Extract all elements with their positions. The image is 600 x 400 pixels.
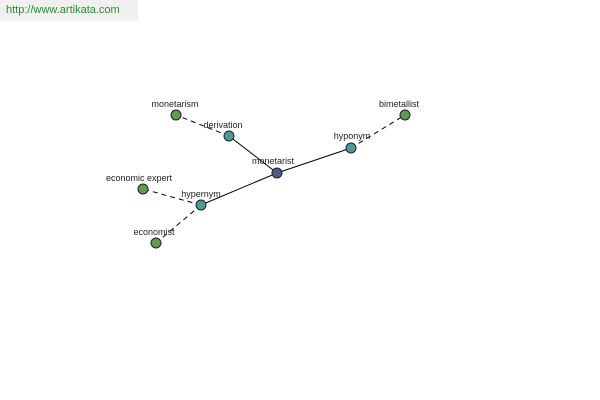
label-monetarism[interactable]: monetarism bbox=[151, 99, 198, 109]
node-monetarism[interactable] bbox=[170, 109, 182, 121]
edge-derivation-monetarism bbox=[175, 114, 230, 137]
node-economic-expert[interactable] bbox=[137, 183, 149, 195]
edge-center-hypernym bbox=[200, 172, 278, 206]
edge-hypernym-economic-expert bbox=[142, 188, 202, 206]
edge-center-hyponym bbox=[276, 147, 352, 174]
node-hypernym[interactable] bbox=[195, 199, 207, 211]
label-economic-expert[interactable]: economic expert bbox=[106, 173, 173, 183]
label-hyponym[interactable]: hyponym bbox=[334, 131, 371, 141]
node-bimetallist[interactable] bbox=[399, 109, 411, 121]
edge-hypernym-economist bbox=[155, 204, 202, 244]
node-center-monetarist[interactable] bbox=[271, 167, 283, 179]
label-bimetallist[interactable]: bimetallist bbox=[379, 99, 420, 109]
label-economist[interactable]: economist bbox=[133, 227, 175, 237]
node-hyponym[interactable] bbox=[345, 142, 357, 154]
label-hypernym[interactable]: hypernym bbox=[181, 189, 221, 199]
label-derivation[interactable]: derivation bbox=[203, 120, 242, 130]
edge-center-derivation bbox=[228, 135, 278, 174]
site-url-link[interactable]: http://www.artikata.com bbox=[6, 4, 120, 16]
node-economist[interactable] bbox=[150, 237, 162, 249]
label-monetarist[interactable]: monetarist bbox=[252, 156, 295, 166]
node-derivation[interactable] bbox=[223, 130, 235, 142]
url-banner: http://www.artikata.com bbox=[0, 0, 138, 21]
edge-hyponym-bimetallist bbox=[350, 114, 406, 149]
